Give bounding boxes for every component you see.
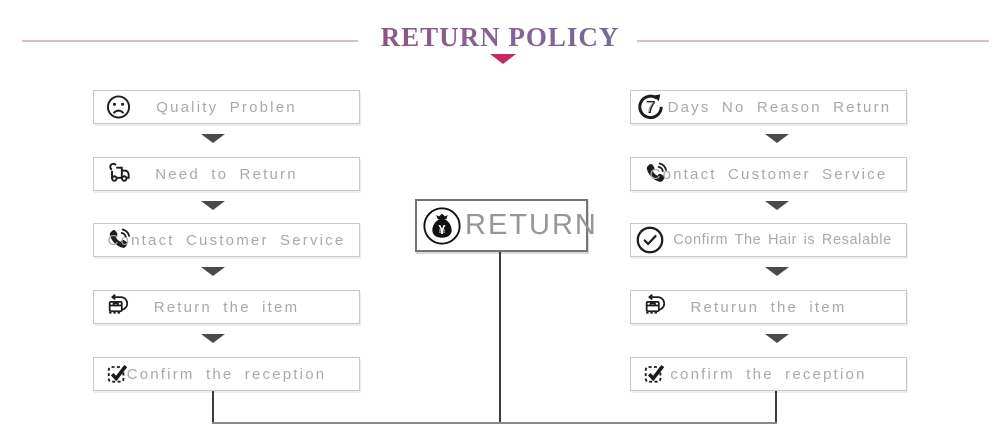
step-contact-customer-service: Contact Customer Service <box>630 157 907 191</box>
check-circle-icon <box>635 225 665 255</box>
svg-text:7: 7 <box>646 97 656 117</box>
return-center-box: ¥ RETURN <box>415 199 596 252</box>
connector-left-vertical <box>212 391 214 424</box>
step-confirm-the-reception: Confirm the reception <box>93 357 360 391</box>
step-label: 7 Days No Reason Return <box>645 98 892 116</box>
connector-center-vertical <box>499 252 501 424</box>
down-arrow-icon <box>201 334 225 343</box>
money-bag-icon: ¥ <box>421 205 463 247</box>
checked-checkbox-icon <box>105 360 133 388</box>
step-label: Need to Return <box>155 165 298 183</box>
title-divider-left <box>22 40 358 42</box>
svg-text:¥: ¥ <box>438 222 445 236</box>
step-label: Contact Customer Service <box>649 165 888 183</box>
down-arrow-icon <box>201 201 225 210</box>
step-label: Returun the item <box>690 298 847 316</box>
step-7-days-no-reason-return: 7 7 Days No Reason Return <box>630 90 907 124</box>
connector-right-vertical <box>775 391 777 424</box>
step-label: Return the item <box>153 298 300 316</box>
return-label: RETURN <box>465 209 598 241</box>
down-arrow-icon <box>765 134 789 143</box>
checked-checkbox-icon <box>642 360 670 388</box>
sad-face-icon <box>105 94 132 121</box>
step-need-to-return: Need to Return <box>93 157 360 191</box>
phone-icon <box>105 227 132 254</box>
step-label: Confirm The Hair is Resalable <box>673 232 892 248</box>
down-arrow-icon <box>765 201 789 210</box>
step-return-the-item: Return the item <box>93 290 360 324</box>
step-contact-customer-service: Contact Customer Service <box>93 223 360 257</box>
connector-horizontal <box>212 422 777 424</box>
step-quality-problem: Quality Problen <box>93 90 360 124</box>
step-confirm-the-reception: confirm the reception <box>630 357 907 391</box>
down-arrow-icon <box>201 267 225 276</box>
delivery-truck-icon <box>105 161 135 188</box>
seven-days-return-icon: 7 <box>635 92 666 123</box>
down-arrow-icon <box>201 134 225 143</box>
step-label: Confirm the reception <box>126 365 327 383</box>
step-label: Contact Customer Service <box>107 231 346 249</box>
return-package-icon <box>642 293 670 321</box>
step-label: Quality Problen <box>156 98 297 116</box>
step-confirm-hair-resalable: Confirm The Hair is Resalable <box>630 223 907 257</box>
step-label: confirm the reception <box>670 365 867 383</box>
page-title: RETURN POLICY <box>0 22 1000 53</box>
step-return-the-item: Returun the item <box>630 290 907 324</box>
title-caret-icon <box>490 54 516 64</box>
return-package-icon <box>105 293 133 321</box>
title-divider-right <box>637 40 989 42</box>
phone-icon <box>642 161 669 188</box>
down-arrow-icon <box>765 334 789 343</box>
down-arrow-icon <box>765 267 789 276</box>
